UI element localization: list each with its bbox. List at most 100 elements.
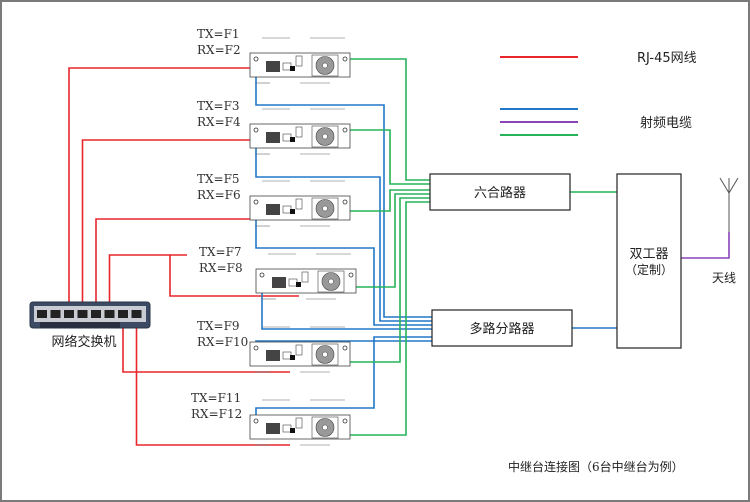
- rf-rx-cable-3: [255, 202, 432, 326]
- antenna: 天线: [712, 177, 739, 285]
- rx-connector-icon: [253, 418, 259, 424]
- duplexer-label-line1: 双工器: [629, 247, 668, 262]
- power-connector-icon: [282, 424, 292, 433]
- ethernet-port-icon: [296, 282, 301, 287]
- switch-label: 网络交换机: [51, 334, 116, 350]
- rf-tx-cable-3: [345, 189, 430, 212]
- power-supply-icon: [266, 132, 280, 143]
- repeater-rx-label: RX=F4: [197, 115, 241, 129]
- switch-ports: [37, 310, 142, 318]
- rj45-cable-1: [68, 67, 290, 310]
- combiner[interactable]: 六合路器: [429, 173, 571, 211]
- ethernet-port-icon: [290, 209, 295, 214]
- repeater-tx-label: TX=F5: [197, 172, 240, 186]
- switch-port-icon[interactable]: [131, 310, 142, 318]
- rj45-cable-2: [81, 139, 290, 310]
- wires: [68, 58, 730, 446]
- fan-hub: [328, 278, 334, 285]
- divider[interactable]: 多路分路器: [431, 309, 573, 347]
- switch-port-icon[interactable]: [77, 310, 88, 318]
- tx-connector-icon: [348, 272, 354, 278]
- repeater-rx-label: RX=F6: [197, 188, 241, 202]
- ethernet-port-icon: [290, 66, 295, 71]
- tx-connector-icon: [342, 418, 348, 424]
- divider-label: 多路分路器: [469, 321, 534, 337]
- fan-hub: [322, 424, 328, 431]
- power-supply-icon: [266, 350, 280, 361]
- ethernet-port-icon: [290, 137, 295, 142]
- power-switch-icon: [295, 55, 303, 67]
- rj45-cable-6: [135, 318, 290, 446]
- power-supply-icon: [272, 277, 286, 288]
- rj45-cable-5: [122, 318, 290, 373]
- power-connector-icon: [282, 62, 292, 71]
- power-switch-icon: [295, 417, 303, 429]
- ethernet-port-icon: [290, 355, 295, 360]
- legend-rf-label: 射频电缆: [640, 115, 692, 131]
- divider-box[interactable]: [431, 309, 573, 347]
- duplexer-box[interactable]: [616, 173, 682, 349]
- duplexer-label-line2: （定制）: [625, 262, 673, 277]
- switch-port-icon[interactable]: [104, 310, 115, 318]
- duplexer[interactable]: 双工器 （定制）: [616, 173, 682, 349]
- tx-connector-icon: [342, 127, 348, 133]
- power-switch-icon: [301, 271, 309, 283]
- rx-connector-icon: [253, 345, 259, 351]
- ethernet-port-icon: [290, 428, 295, 433]
- repeaters: TX=F1RX=F2TX=F3RX=F4TX=F5RX=F6TX=F7RX=F8…: [191, 27, 357, 446]
- switch-port-icon[interactable]: [50, 310, 61, 318]
- repeater-tx-label: TX=F11: [191, 391, 241, 405]
- rf-tx-cable-6: [345, 201, 430, 436]
- power-switch-icon: [295, 198, 303, 210]
- tx-connector-icon: [342, 56, 348, 62]
- power-connector-icon: [282, 205, 292, 214]
- antenna-label: 天线: [712, 271, 736, 285]
- repeater-rx-label: RX=F2: [197, 43, 241, 57]
- rf-tx-cable-4: [351, 193, 430, 288]
- repeater-tx-label: TX=F3: [197, 99, 240, 113]
- network-switch[interactable]: 网络交换机: [29, 301, 151, 350]
- repeater-tx-label: TX=F7: [199, 245, 242, 259]
- power-supply-icon: [266, 423, 280, 434]
- switch-port-icon[interactable]: [118, 310, 128, 318]
- switch-port-icon[interactable]: [64, 310, 74, 318]
- tx-connector-icon: [342, 199, 348, 205]
- diagram-caption: 中继台连接图（6台中继台为例）: [508, 459, 684, 474]
- legend: RJ-45网线 射频电缆: [500, 51, 697, 136]
- power-supply-icon: [266, 204, 280, 215]
- repeater-tx-label: TX=F9: [197, 319, 240, 333]
- rf-tx-cable-2: [345, 129, 430, 185]
- power-connector-icon: [282, 351, 292, 360]
- rf-rx-cable-2: [255, 130, 432, 322]
- power-connector-icon: [288, 278, 298, 287]
- power-switch-icon: [295, 126, 303, 138]
- switch-base: [40, 322, 120, 328]
- rf-rx-cable-6: [255, 340, 432, 421]
- rf-antenna-cable: [681, 232, 730, 259]
- repeater-rx-label: RX=F8: [199, 261, 243, 275]
- switch-port-icon[interactable]: [37, 310, 47, 318]
- power-switch-icon: [295, 344, 303, 356]
- rx-connector-icon: [259, 272, 265, 278]
- power-supply-icon: [266, 61, 280, 72]
- rx-connector-icon: [253, 127, 259, 133]
- fan-hub: [322, 351, 328, 358]
- rx-connector-icon: [253, 56, 259, 62]
- combiner-box[interactable]: [429, 173, 571, 211]
- rj45-cable-3: [95, 218, 290, 310]
- combiner-label: 六合路器: [474, 185, 526, 201]
- repeater-rx-label: RX=F10: [197, 335, 248, 349]
- repeater-rx-label: RX=F12: [191, 407, 242, 421]
- fan-hub: [322, 205, 328, 212]
- legend-rj45-label: RJ-45网线: [637, 51, 697, 66]
- tx-connector-icon: [342, 345, 348, 351]
- fan-hub: [322, 133, 328, 140]
- switch-port-icon[interactable]: [91, 310, 101, 318]
